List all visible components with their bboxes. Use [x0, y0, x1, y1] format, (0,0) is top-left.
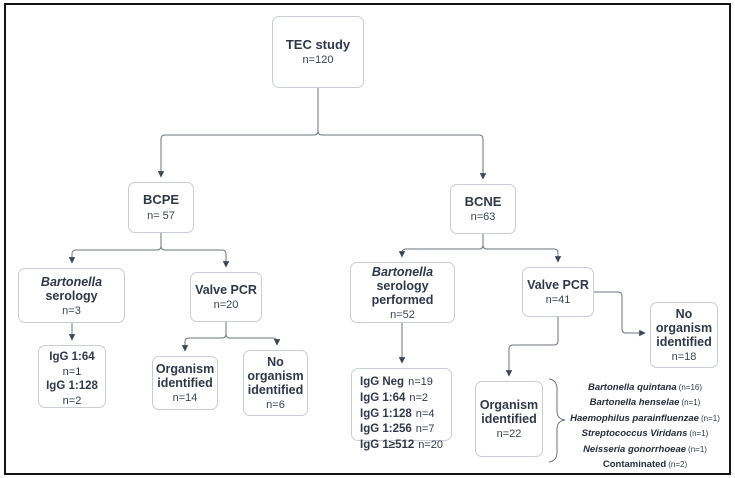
node-title-italic: Bartonella: [40, 274, 103, 289]
node-count: n=20: [213, 299, 239, 311]
node-bcpe: BCPE n= 57: [128, 182, 194, 233]
connector-tec-to-bcne: [317, 130, 487, 180]
node-no-organism-left: No organism identified n=6: [243, 350, 308, 416]
igg-value: n=2: [62, 394, 82, 407]
node-tec-study: TEC study n=120: [272, 16, 364, 88]
connector-bcne-to-serology-performed: [398, 244, 484, 258]
node-count: n=120: [302, 54, 334, 67]
node-count: n=52: [390, 308, 415, 321]
organism-item: Haemophilus parainfluenzae(n=1): [570, 412, 720, 424]
node-count: n=63: [470, 211, 496, 224]
node-title: Bartonella serology: [40, 274, 103, 303]
organism-item: Bartonella henselae(n=1): [589, 397, 701, 409]
node-title: Bartonella serology performed: [371, 264, 434, 307]
igg-label: IgG 1:128: [46, 380, 98, 392]
organism-item: Streptococcus Viridans(n=1): [581, 428, 709, 440]
node-count: n=22: [496, 428, 522, 440]
node-count: n=14: [172, 392, 198, 404]
organism-item: Contaminated(n=2): [602, 459, 688, 471]
node-title: BCNE: [464, 193, 502, 209]
node-organism-identified-left: Organism identified n=14: [152, 356, 218, 410]
node-title: TEC study: [285, 36, 351, 52]
node-title-italic: Bartonella: [371, 264, 434, 279]
node-count: n=3: [62, 304, 81, 317]
node-title: No organism identified: [247, 355, 304, 397]
node-title: Organism identified: [155, 362, 215, 390]
node-bartonella-serology-performed: Bartonella serology performed n=52: [350, 262, 455, 323]
node-title: Valve PCR: [527, 278, 589, 292]
node-count: n=41: [545, 294, 571, 306]
node-title: No organism identified: [655, 307, 713, 349]
node-bcne: BCNE n=63: [450, 184, 516, 234]
connector-tec-to-bcpe: [157, 130, 319, 178]
node-organism-identified-right: Organism identified n=22: [475, 381, 543, 457]
connector-valvepcr-to-organism-left: [181, 333, 227, 352]
node-no-organism-right: No organism identified n=18: [650, 302, 718, 368]
organism-list: Bartonella quintana(n=16) Bartonella hen…: [560, 379, 730, 471]
connector-bcpe-to-serology: [68, 245, 162, 264]
connector-bcpe-to-valvepcr: [160, 245, 230, 268]
connector-valvepcr-to-noorganism-left: [225, 333, 281, 346]
node-title: Valve PCR: [195, 283, 257, 297]
node-igg-results-left: IgG 1:64 n=1 IgG 1:128 n=2: [38, 345, 106, 408]
organism-item: Neisseria gonorrhoeae(n=1): [583, 443, 707, 455]
node-count: n=6: [266, 399, 285, 411]
connector-valvepcr-right-to-organism: [505, 317, 559, 377]
connector-valvepcr-right-to-noorganism: [594, 291, 646, 337]
igg-label: IgG 1:64: [49, 351, 95, 363]
node-valve-pcr-left: Valve PCR n=20: [190, 272, 262, 322]
node-title: BCPE: [142, 192, 180, 208]
curly-brace: [548, 378, 566, 463]
organism-item: Bartonella quintana(n=16): [587, 382, 703, 393]
node-valve-pcr-right: Valve PCR n=41: [522, 267, 594, 317]
node-count: n= 57: [147, 209, 175, 222]
node-title: Organism identified: [479, 398, 539, 426]
node-count: n=18: [671, 351, 697, 363]
igg-value: n=1: [62, 365, 82, 378]
connector-bcne-to-valvepcr-right: [482, 244, 562, 263]
node-bartonella-serology: Bartonella serology n=3: [18, 268, 125, 323]
